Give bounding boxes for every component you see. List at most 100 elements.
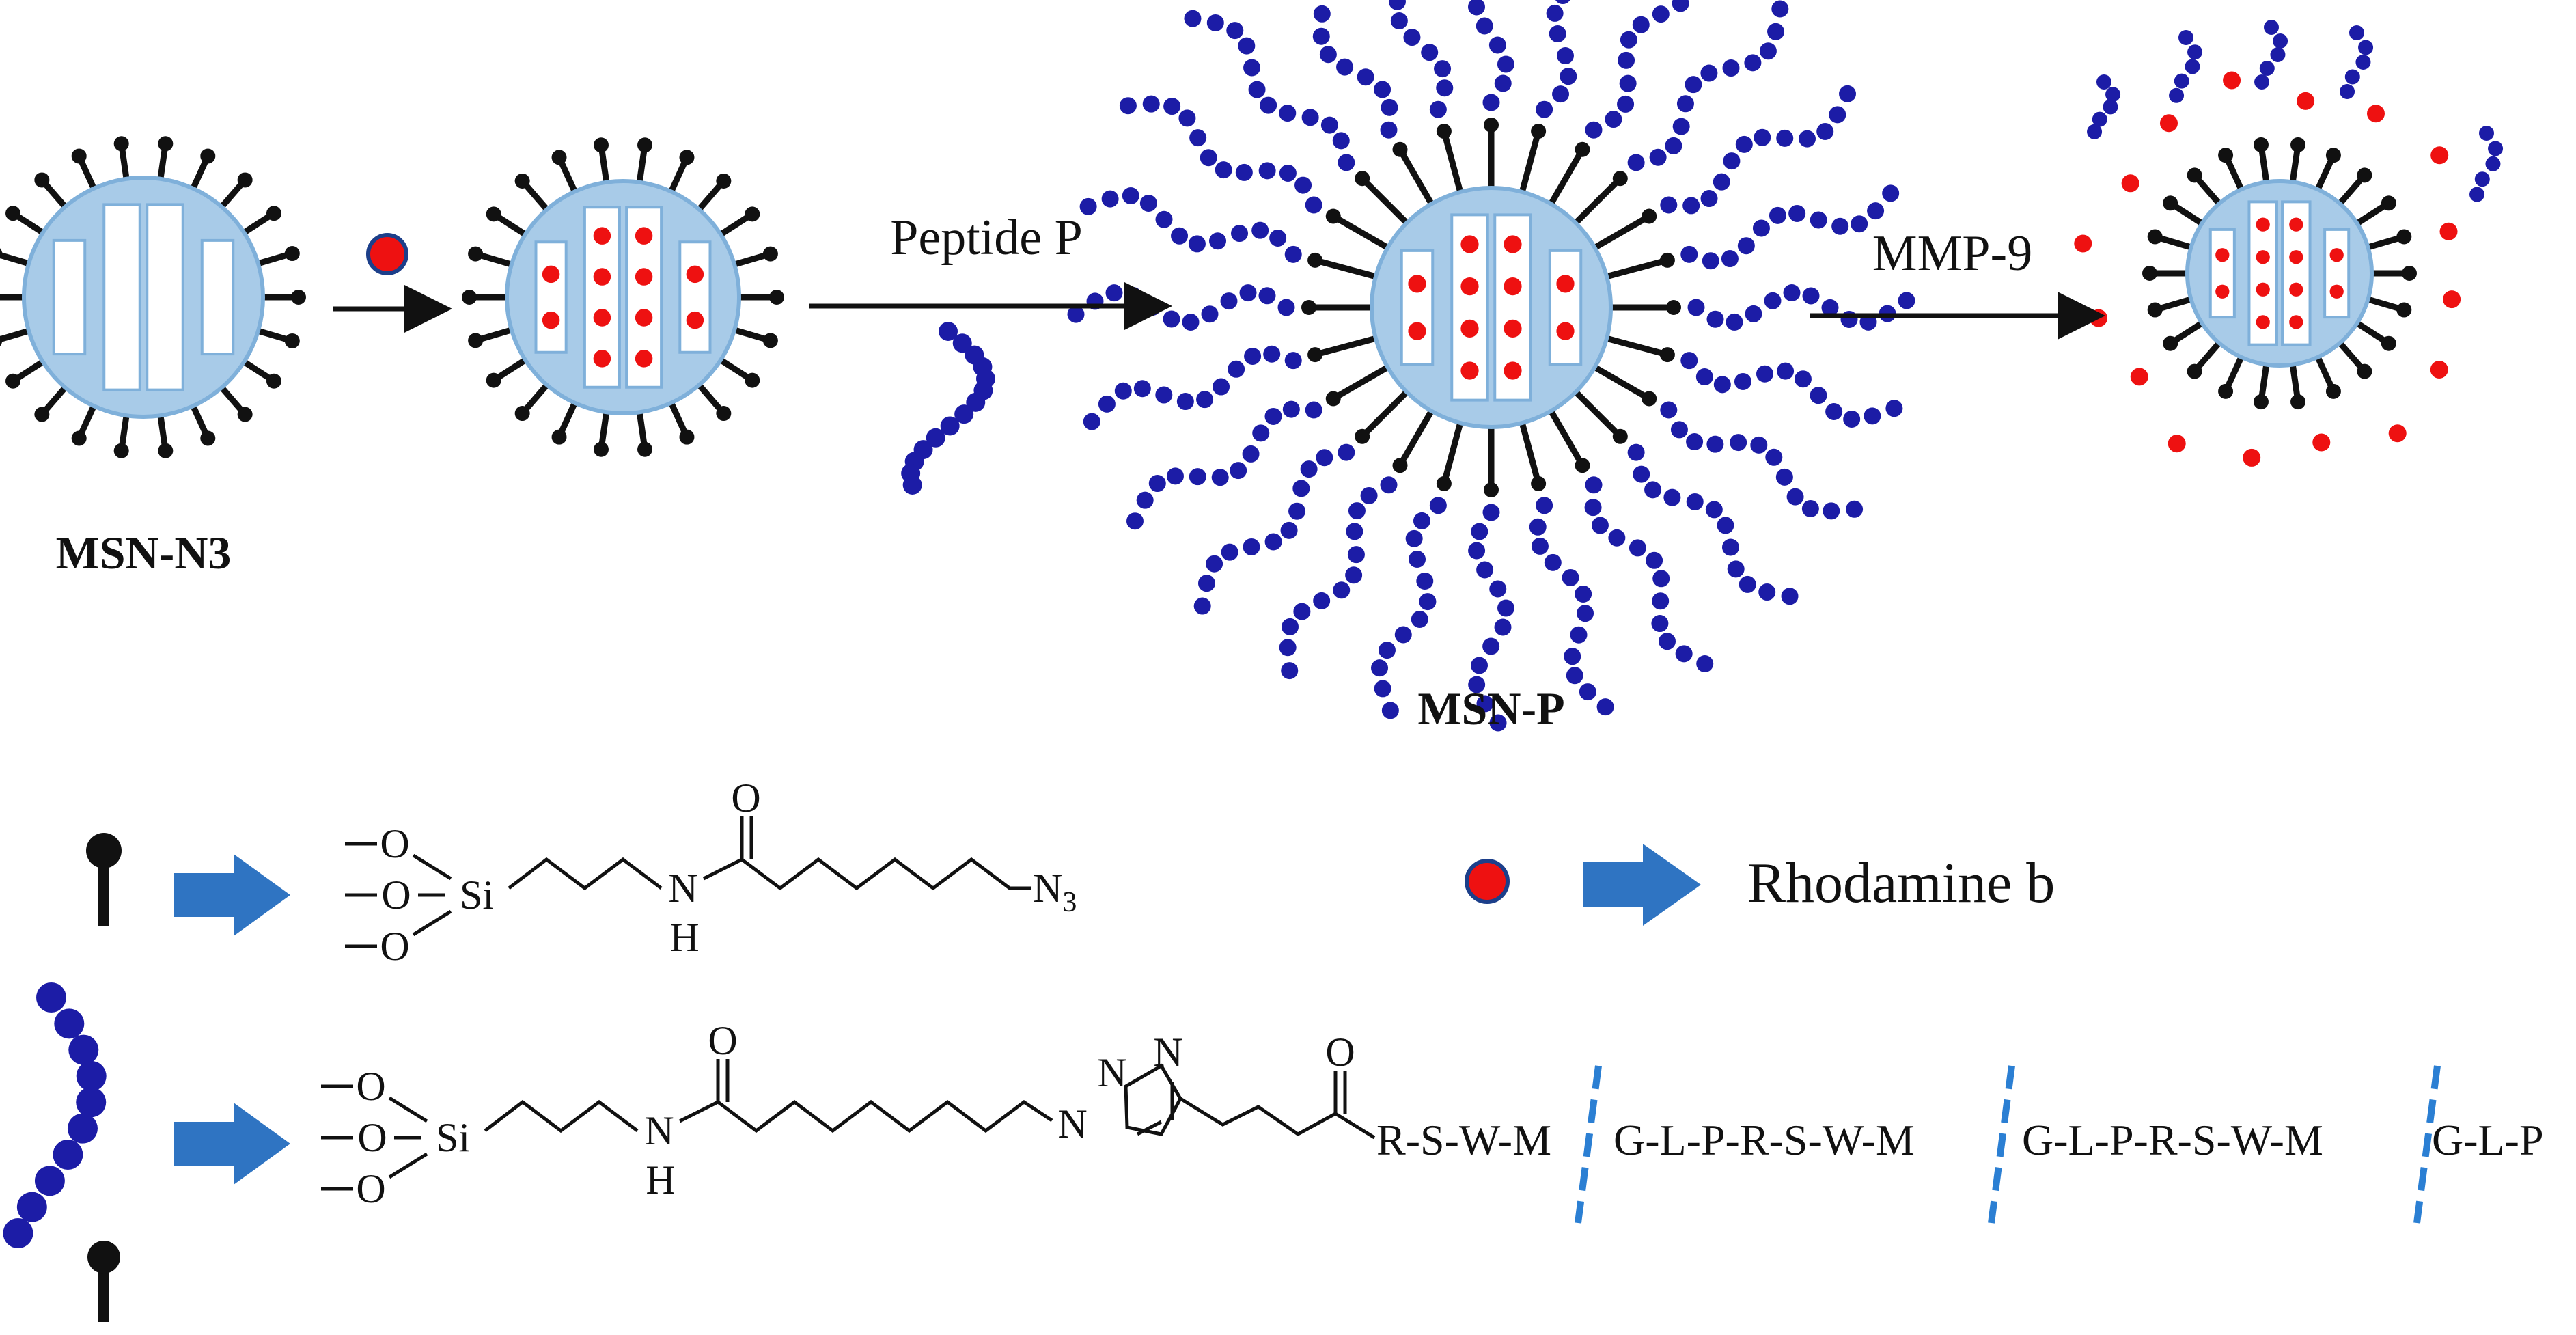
peptide-bead: [1189, 129, 1207, 147]
peptide-bead: [1332, 132, 1350, 150]
ligand-head-icon: [2357, 167, 2372, 183]
peptide-bead: [1686, 493, 1704, 510]
peptide-bead: [1823, 502, 1840, 520]
peptide-bead: [1745, 305, 1762, 322]
peptide-bead: [2105, 87, 2121, 102]
ligand-head-icon: [593, 137, 609, 153]
peptide-bead: [1320, 116, 1338, 134]
peptide-bead: [1357, 68, 1374, 86]
peptide-bead: [1783, 284, 1801, 301]
ligand-head-icon: [1325, 391, 1341, 407]
ligand-head-icon: [2381, 195, 2396, 211]
peptide-bead: [1695, 368, 1713, 386]
cargo-dot: [635, 309, 653, 327]
peptide-bead: [1776, 129, 1794, 147]
cargo-dot: [686, 311, 704, 329]
ligand-head-icon: [551, 150, 567, 165]
peptide-bead: [1163, 310, 1180, 328]
ligand-head-icon: [2253, 394, 2269, 410]
peptide-bead: [1206, 14, 1224, 31]
maps-to-arrow-icon: [174, 1103, 290, 1185]
peptide-chain-legend-icon: [3, 982, 120, 1322]
peptide-bead: [1651, 615, 1669, 633]
peptide-bead: [2259, 61, 2275, 76]
peptide-bead: [1659, 633, 1676, 650]
peptide-bead: [1098, 395, 1116, 413]
peptide-bead: [1471, 657, 1488, 674]
peptide-bead: [902, 476, 922, 495]
cargo-dot: [2430, 146, 2449, 165]
peptide-corona: [1067, 0, 1915, 732]
ligand-n: N: [668, 866, 697, 911]
peptide-bead: [1584, 499, 1602, 517]
peptide-bead: [1675, 645, 1693, 663]
ligand-si: Si: [460, 872, 494, 918]
peptide-bead: [1394, 626, 1412, 644]
peptide-bead: [1482, 637, 1500, 655]
peptide-bead: [1577, 605, 1594, 622]
ligand-structure: [345, 816, 1031, 948]
peptide-bead: [1685, 76, 1702, 94]
peptide-bead: [1468, 676, 1486, 693]
cargo-dot: [635, 268, 653, 286]
peptide-bead: [76, 1061, 107, 1091]
peptide-bead: [1196, 391, 1214, 409]
peptide-bead: [1242, 445, 1260, 463]
silica-core: [1370, 186, 1613, 429]
cargo-dot: [2243, 448, 2261, 467]
peptide-bead: [1734, 372, 1751, 390]
peptide-bead: [1649, 148, 1667, 166]
peptide-bead: [1686, 433, 1704, 451]
peptide-bead: [1429, 100, 1447, 118]
cargo-dot: [1504, 319, 1522, 338]
peptide-chain: [1660, 401, 1864, 520]
ligand-head-icon: [762, 333, 778, 348]
peptide-bead: [1124, 287, 1142, 305]
peptide-bead: [1239, 284, 1257, 302]
peptide-bead: [1114, 382, 1132, 400]
peptide-bead: [1380, 121, 1398, 139]
peptide-bead: [68, 1034, 99, 1065]
ligand-head-icon: [1612, 428, 1628, 444]
ligand-head-icon: [266, 206, 281, 221]
peptide-bead: [1494, 618, 1512, 636]
peptide-bead: [1799, 130, 1816, 148]
peptide-bead: [2187, 44, 2203, 60]
ligand-head-icon: [2142, 266, 2157, 281]
cargo-dot: [593, 309, 611, 327]
peptide-bead: [1155, 386, 1173, 404]
ligand-head-icon: [1484, 482, 1499, 497]
peptide-bead: [1258, 162, 1276, 180]
ligand-head-icon: [679, 429, 695, 445]
peptide-bead: [1801, 499, 1819, 517]
cargo-dot: [2130, 368, 2148, 386]
cargo-dot: [2215, 284, 2230, 299]
peptide-bead: [1419, 593, 1437, 611]
peptide-bead: [1646, 551, 1663, 569]
peptide-fragment: [2087, 74, 2121, 139]
peptide-bead: [1494, 74, 1512, 92]
peptide-bead: [1489, 580, 1507, 598]
peptide-bead: [1280, 521, 1298, 539]
peptide-bead: [1279, 164, 1297, 182]
peptide-bead: [1562, 568, 1579, 586]
peptide-bead: [1279, 105, 1297, 122]
peptide-bead: [1752, 219, 1770, 237]
peptide-bead: [1409, 550, 1426, 568]
ligand-head-icon: [2357, 363, 2372, 379]
peptide-bead: [1771, 0, 1789, 18]
cargo-dot: [1504, 361, 1522, 380]
peptide-bead: [1263, 345, 1281, 363]
peptide-bead: [1851, 215, 1868, 233]
linker-h: H: [646, 1157, 675, 1202]
ligand-head-icon: [2325, 383, 2341, 399]
ligand-head-icon: [266, 373, 281, 389]
peptide-fragment: [2340, 25, 2374, 99]
cleavage-mark-3: [2413, 1065, 2441, 1224]
peptide-bead: [1206, 555, 1223, 573]
peptide-bead: [1238, 37, 1256, 55]
peptide-bead: [2479, 126, 2494, 141]
peptide-bead: [1676, 95, 1694, 113]
peptide-bead: [1497, 599, 1515, 617]
cargo-dot: [2443, 290, 2461, 309]
